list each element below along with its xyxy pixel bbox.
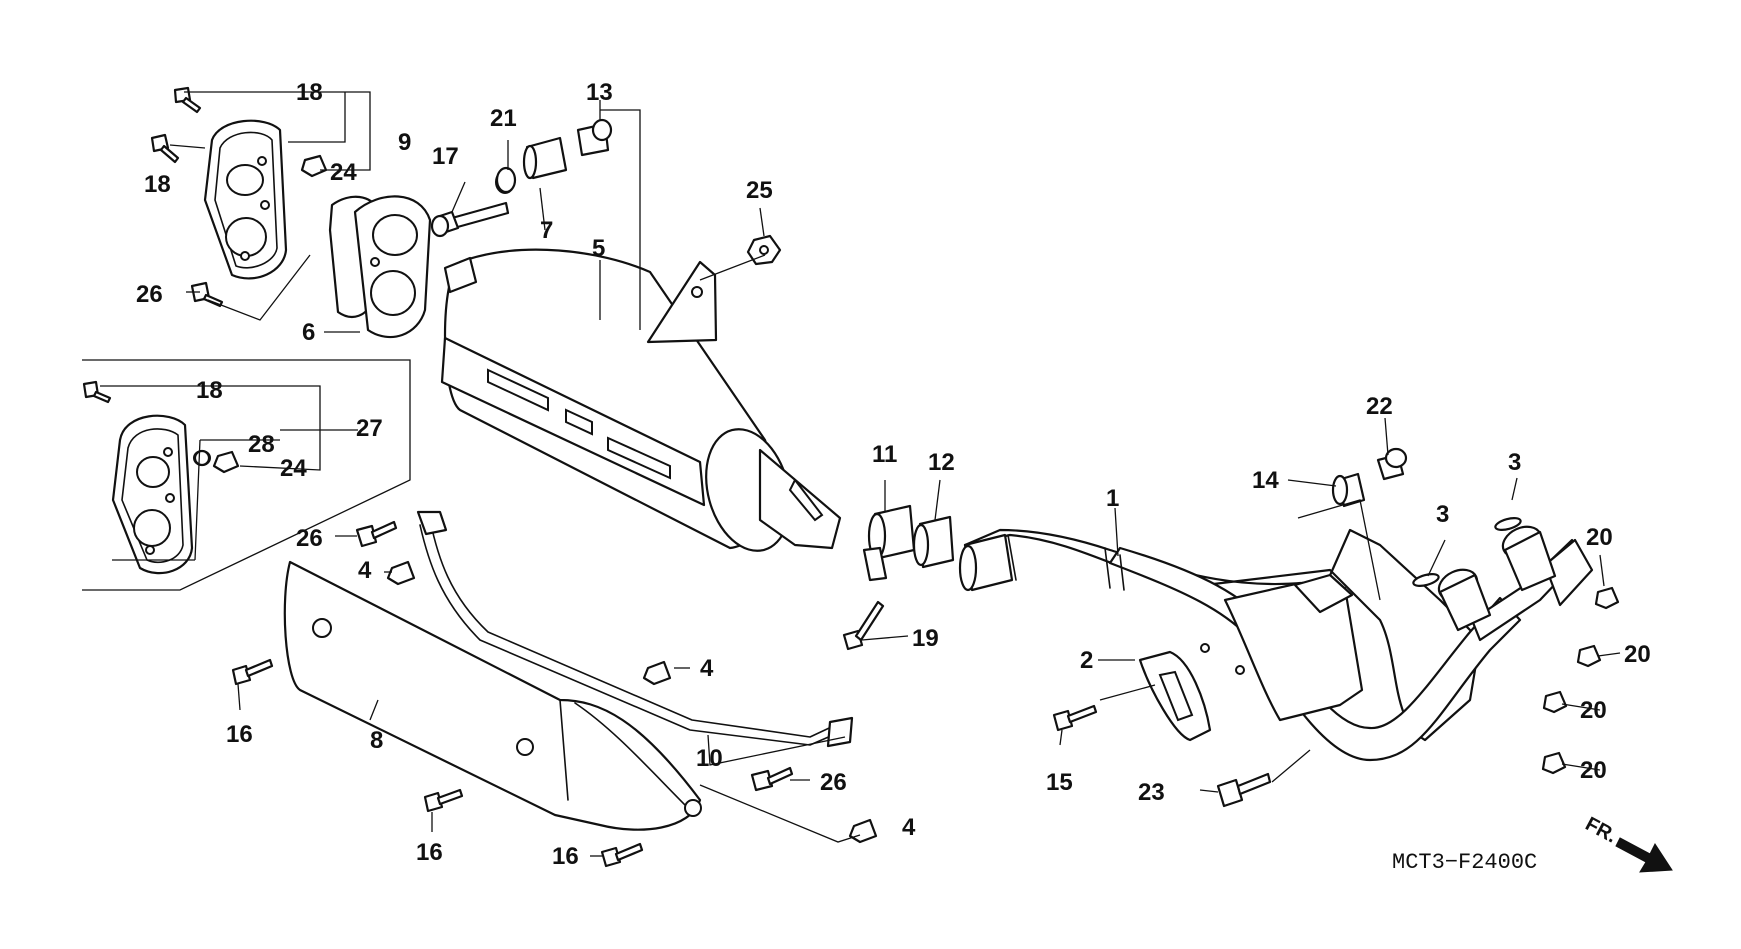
nut-20-c (1542, 690, 1568, 714)
nut-20-b (1576, 644, 1602, 668)
callout-5: 5 (592, 235, 605, 262)
muffler-body (440, 248, 842, 552)
bolt-19 (842, 600, 885, 651)
callout-8: 8 (370, 727, 383, 754)
callout-7: 7 (540, 217, 553, 244)
callout-27: 27 (356, 415, 383, 442)
callout-20-a: 20 (1586, 524, 1613, 551)
washer-28 (193, 449, 211, 467)
callout-6: 6 (302, 319, 315, 346)
leader-lines (100, 91, 1621, 857)
joint-gasket (912, 515, 955, 569)
front-arrow-icon (1615, 837, 1673, 873)
callout-3-b: 3 (1508, 449, 1521, 476)
callout-25: 25 (746, 177, 773, 204)
bolt-16-left (231, 658, 274, 686)
callout-19: 19 (912, 625, 939, 652)
callout-13: 13 (586, 79, 613, 106)
pipe-protector (1138, 650, 1212, 742)
collar-13 (576, 118, 613, 157)
inset-box-outline (82, 359, 411, 591)
callout-15: 15 (1046, 769, 1073, 796)
callout-16-a: 16 (226, 721, 253, 748)
callout-12: 12 (928, 449, 955, 476)
collar-22 (1376, 447, 1408, 481)
callout-20-b: 20 (1624, 641, 1651, 668)
inset-end-cap-cover (111, 414, 194, 575)
callout-28: 28 (248, 431, 275, 458)
callout-18-a: 18 (296, 79, 323, 106)
nut-25 (746, 234, 782, 266)
bolt-15 (1052, 704, 1098, 732)
end-cap-cover (203, 119, 288, 280)
callout-16-c: 16 (552, 843, 579, 870)
front-direction-label: FR. (1582, 813, 1621, 848)
callout-21: 21 (490, 105, 517, 132)
callout-4-b: 4 (700, 655, 714, 682)
bolt-26-bottom (750, 766, 794, 792)
callout-2: 2 (1080, 647, 1093, 674)
callout-10: 10 (696, 745, 723, 772)
bolt-16-mid (423, 788, 464, 813)
callout-18-b: 18 (144, 171, 171, 198)
callout-16-b: 16 (416, 839, 443, 866)
diagram-code: MCT3−F2400C (1392, 850, 1537, 875)
bolt-18-inset (82, 380, 112, 404)
callout-26-b: 26 (296, 525, 323, 552)
nut-20-d (1541, 751, 1567, 775)
callout-22: 22 (1366, 393, 1393, 420)
callout-26-a: 26 (136, 281, 163, 308)
mount-rubber-14 (1331, 472, 1366, 508)
nut-4-bottom (848, 818, 878, 844)
gasket-3-b (1494, 517, 1522, 531)
nut-24-top (300, 154, 328, 178)
bolt-18-top (173, 86, 202, 114)
exhaust-pipe (958, 525, 1594, 762)
bolt-26-top (190, 281, 224, 308)
callout-9: 9 (398, 129, 411, 156)
callout-20-c: 20 (1580, 697, 1607, 724)
joint-clamp (862, 504, 916, 582)
bolt-18-left (150, 133, 180, 164)
nut-4-right (642, 660, 672, 686)
end-cap (328, 195, 432, 339)
callout-11: 11 (872, 441, 897, 468)
callout-4-c: 4 (902, 814, 916, 841)
bolt-26-mid (355, 520, 398, 548)
callout-20-d: 20 (1580, 757, 1607, 784)
callout-3-a: 3 (1436, 501, 1449, 528)
bolt-17 (430, 201, 510, 238)
callout-18-c: 18 (196, 377, 223, 404)
callout-26-c: 26 (820, 769, 847, 796)
gasket-3-a (1412, 573, 1440, 587)
heat-shield (283, 560, 702, 831)
callout-14: 14 (1252, 467, 1279, 494)
nut-20-a (1594, 586, 1620, 610)
callout-17: 17 (432, 143, 459, 170)
callout-1: 1 (1106, 485, 1119, 512)
callout-24-a: 24 (330, 159, 357, 186)
callout-4-a: 4 (358, 557, 372, 584)
callout-23: 23 (1138, 779, 1165, 806)
front-direction-indicator: FR. (1582, 813, 1673, 873)
nut-4-mid (386, 560, 416, 586)
bolt-16-bottom (600, 842, 644, 868)
callout-24-b: 24 (280, 455, 307, 482)
washer-21 (495, 166, 517, 194)
bolt-23 (1216, 772, 1272, 808)
